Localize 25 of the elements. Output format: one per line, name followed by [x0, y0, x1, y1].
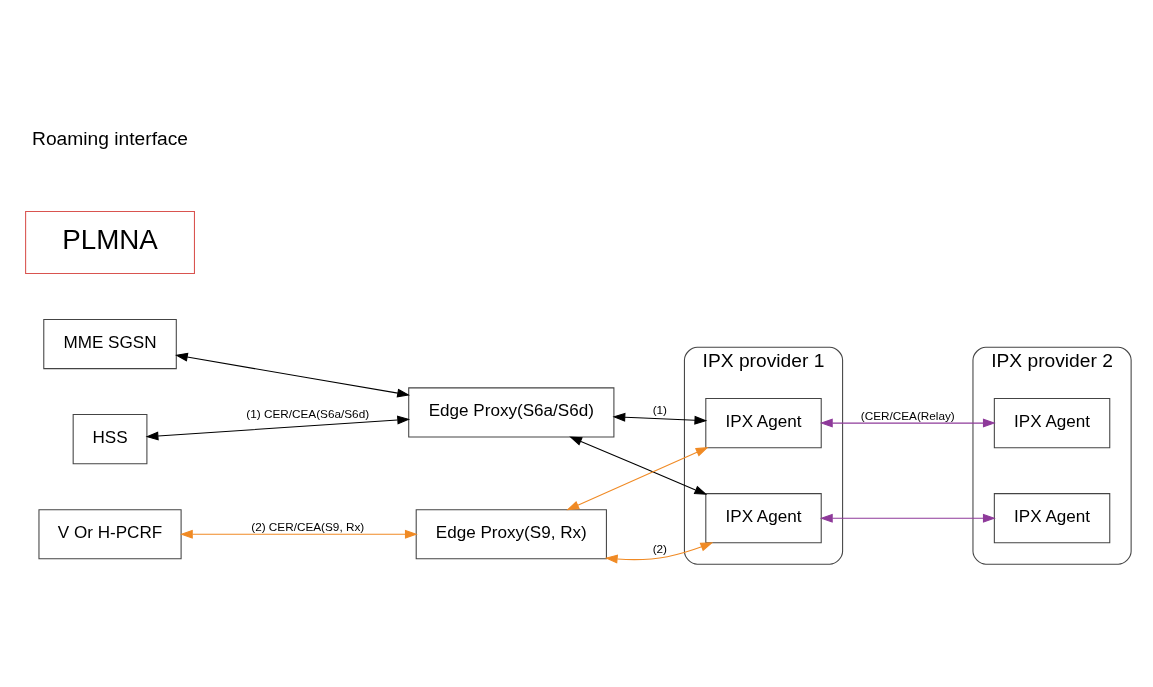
arrow	[569, 436, 708, 495]
node-box: V Or H-PCRF	[38, 509, 182, 560]
node-box: Edge Proxy(S6a/S6d)	[408, 387, 615, 438]
arrow	[612, 412, 708, 425]
node-box: IPX Agent	[993, 493, 1111, 544]
node-box: IPX Agent	[705, 493, 822, 544]
arrow	[566, 447, 709, 511]
node-box: HSS	[72, 414, 148, 465]
edge-label: (CER/CEA(Relay)	[860, 408, 955, 422]
label: Roaming interface	[32, 127, 189, 149]
node-box: IPX Agent	[993, 398, 1111, 449]
node-box: PLMNA	[25, 211, 195, 275]
node-box: IPX Agent	[705, 398, 822, 449]
node-box: MME SGSN	[43, 318, 177, 370]
edge-label: (2)	[652, 542, 668, 556]
arrow	[819, 513, 996, 523]
arrow	[174, 352, 410, 398]
arrow	[145, 415, 411, 441]
arrow	[604, 542, 714, 564]
edge-label: (1)	[652, 403, 668, 417]
arrow	[819, 418, 996, 428]
edge-label: (1) CER/CEA(S6a/S6d)	[246, 406, 370, 420]
node-box: Edge Proxy(S9, Rx)	[415, 509, 607, 560]
arrow	[179, 529, 418, 539]
edge-label: (2) CER/CEA(S9, Rx)	[251, 519, 365, 533]
